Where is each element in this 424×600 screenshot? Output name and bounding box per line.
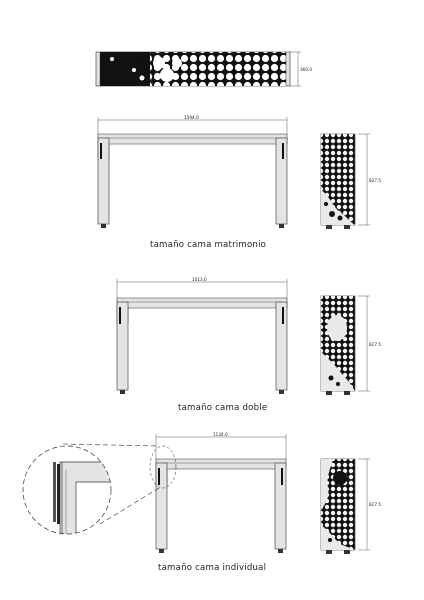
height-dimension: 827.5: [369, 502, 381, 507]
side-view-matrimonio: 827.5: [320, 133, 381, 229]
top-view-dimension: 360.0: [300, 67, 312, 72]
caption-individual: tamaño cama individual: [158, 563, 266, 573]
caption-doble: tamaño cama doble: [178, 403, 267, 413]
width-dimension: 1134.0: [213, 432, 228, 437]
height-dimension: 827.5: [369, 342, 381, 347]
side-view-individual: 827.5: [320, 458, 381, 554]
top-view: 360.0: [95, 51, 312, 87]
front-view-individual: 1134.0: [149, 432, 287, 553]
side-view-doble: 827.5: [320, 295, 381, 395]
width-dimension: 1594.0: [184, 115, 199, 120]
height-dimension: 827.5: [369, 178, 381, 183]
detail-callout: [22, 443, 160, 535]
caption-matrimonio: tamaño cama matrimonio: [150, 240, 266, 250]
width-dimension: 1513.0: [192, 277, 207, 282]
front-view-doble: 1513.0: [116, 277, 288, 394]
front-view-matrimonio: 1594.0: [97, 115, 288, 228]
